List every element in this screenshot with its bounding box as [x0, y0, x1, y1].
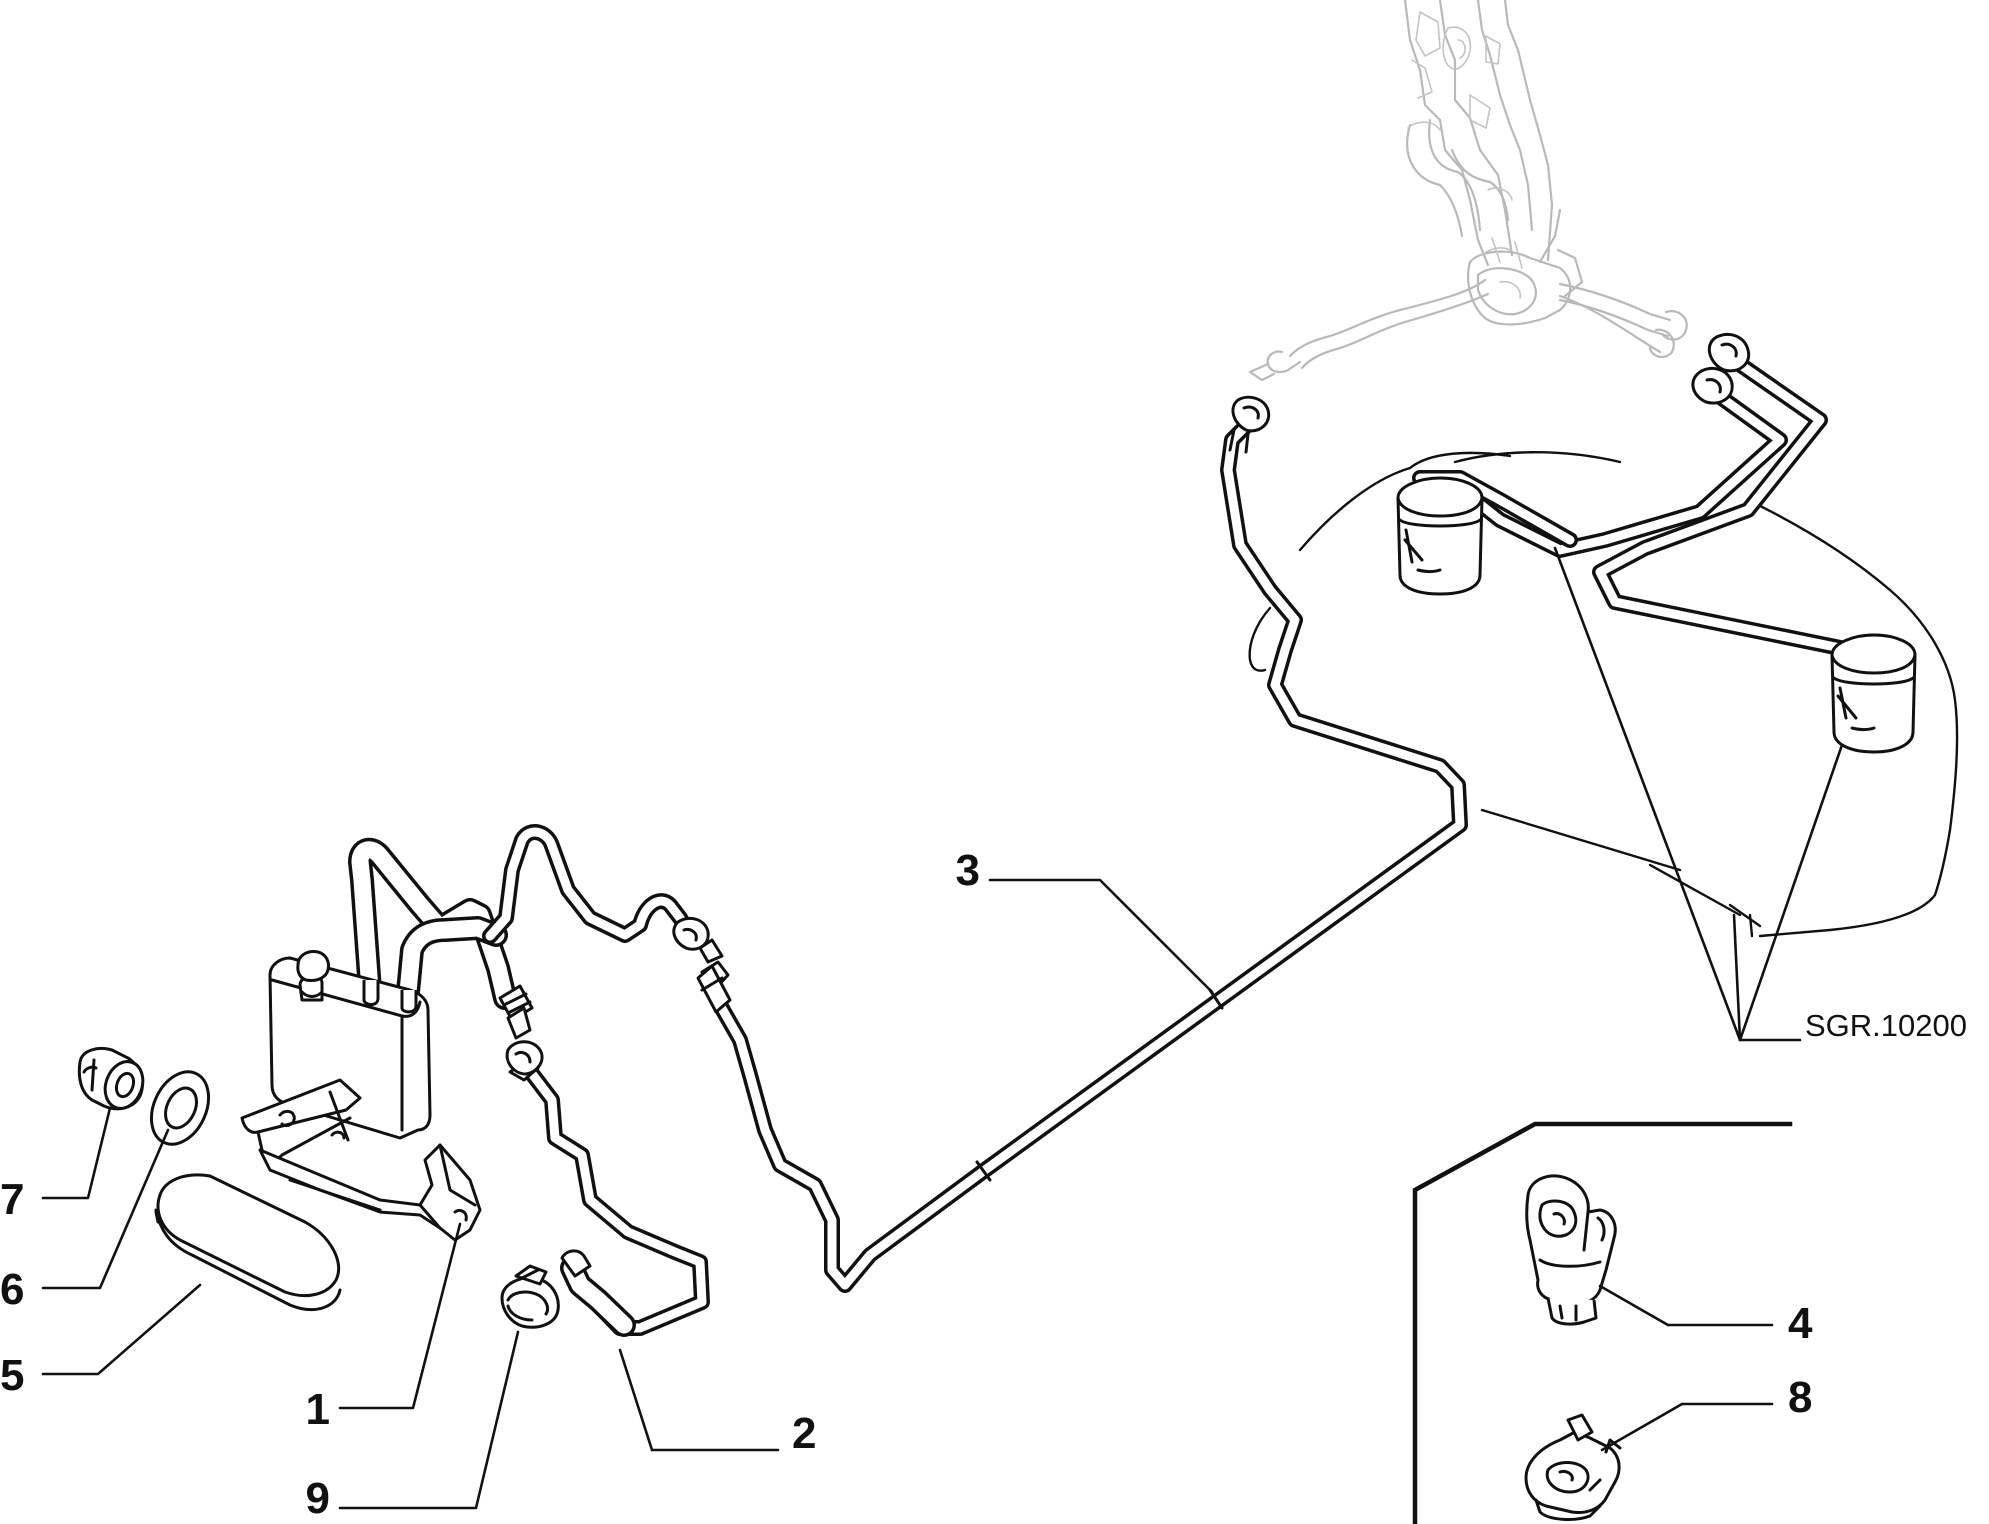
filler-neck-context: [1248, 0, 1688, 382]
cover-pad: [154, 1173, 342, 1312]
callout-5: 5: [0, 1351, 24, 1400]
fuel-tank-outline: [1248, 451, 1959, 938]
callout-6: 6: [0, 1265, 24, 1314]
callout-2: 2: [792, 1409, 816, 1458]
vapour-pipe: [696, 395, 1468, 1293]
vapour-hose: [505, 1040, 710, 1337]
inset-frame: [1412, 1121, 1793, 1524]
hose-clamp: [500, 1264, 560, 1329]
tank-fuel-lines: [1396, 333, 1917, 754]
leader-lines: [41, 546, 1844, 1510]
drawing-code: SGR.10200: [1805, 1008, 1967, 1043]
callout-1: 1: [306, 1385, 330, 1434]
callout-8: 8: [1788, 1373, 1812, 1422]
pipe-clip-4: [1525, 1174, 1617, 1326]
grommet: [77, 1047, 145, 1111]
washer: [149, 1070, 211, 1146]
callout-4: 4: [1788, 1299, 1813, 1348]
callout-7: 7: [0, 1175, 24, 1224]
pipe-clip-8: [1524, 1413, 1622, 1521]
charcoal-canister: [240, 824, 710, 1242]
callout-3: 3: [956, 846, 980, 895]
callout-9: 9: [306, 1474, 330, 1523]
